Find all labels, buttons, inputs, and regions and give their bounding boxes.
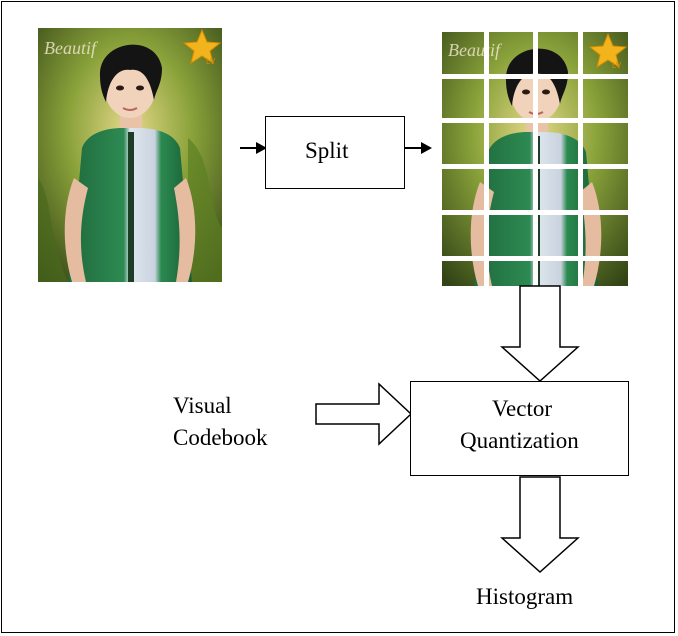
arrow-split-to-vq: [500, 285, 580, 383]
patch-grid: [442, 32, 628, 286]
star-badge-icon: [182, 28, 222, 65]
input-image: Beautif LV: [38, 28, 222, 282]
badge-text: LV: [206, 57, 216, 66]
split-badge-text: LV: [612, 61, 622, 70]
arrow-codebook-to-vq: [315, 382, 413, 446]
arrow-to-split: [240, 142, 267, 154]
vq-label-line2: Quantization: [460, 428, 579, 453]
vector-quantization-box: [410, 381, 629, 476]
split-star-badge-icon: [588, 32, 628, 69]
vq-label-line1: Vector: [492, 396, 553, 421]
arrow-from-split: [405, 142, 432, 154]
split-watermark-text: Beautif: [448, 40, 503, 60]
codebook-label-line2: Codebook: [173, 425, 268, 450]
split-box: [265, 116, 405, 189]
histogram-label: Histogram: [476, 584, 574, 609]
split-label: Split: [305, 138, 349, 163]
watermark-text: Beautif: [44, 38, 99, 58]
arrow-vq-to-histogram: [500, 476, 580, 574]
codebook-label-line1: Visual: [173, 393, 232, 418]
split-image: Beautif LV: [442, 32, 628, 286]
